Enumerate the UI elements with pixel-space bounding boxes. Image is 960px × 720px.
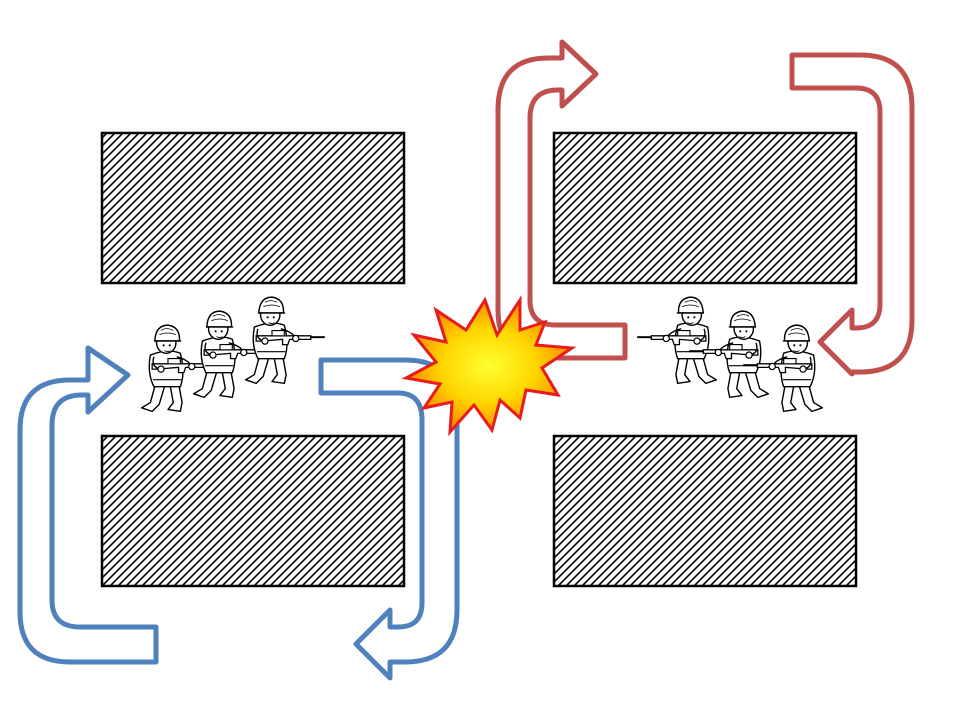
building-top-right [552, 131, 858, 285]
building-bottom-right [552, 434, 858, 588]
building-bottom-left [100, 434, 406, 588]
red-arrow-right-loop [789, 52, 915, 377]
soldier-right-1 [636, 296, 718, 385]
blue-arrow-left-loop [17, 345, 159, 665]
building-top-left [100, 131, 406, 285]
soldier-left-3 [244, 296, 326, 385]
red-routes [495, 39, 915, 377]
left-squad [140, 296, 326, 413]
right-squad [636, 296, 824, 413]
explosion-icon [401, 294, 577, 437]
buildings [100, 131, 858, 588]
